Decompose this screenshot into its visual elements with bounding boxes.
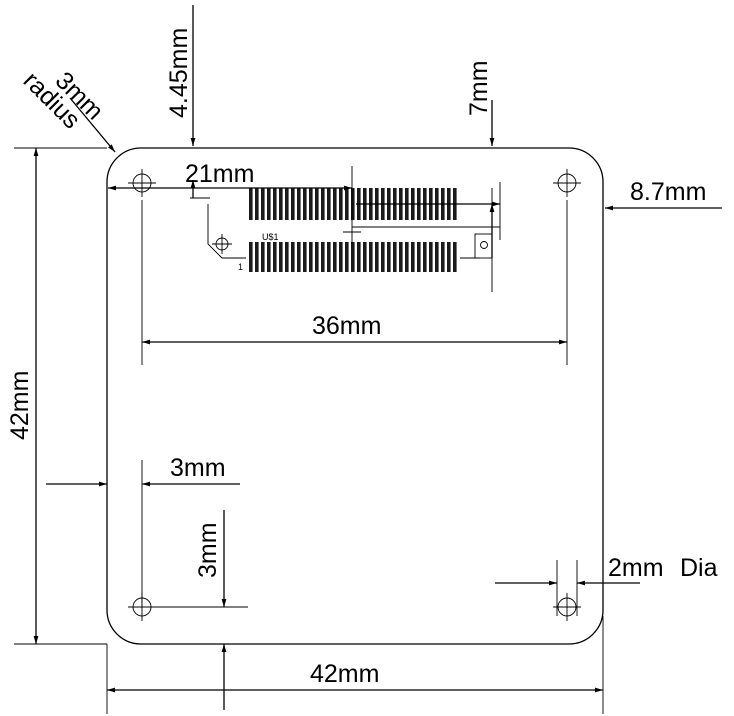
connector-pin [387, 242, 391, 272]
dimension-hole-spacing: 36mm [141, 200, 568, 365]
hole-inset-y-label: 3mm [194, 522, 222, 578]
connector-outline [207, 204, 246, 259]
connector-pin [453, 242, 457, 272]
connector-pin [339, 188, 343, 220]
mounting-hole-top-right [553, 169, 581, 197]
connector-pin [273, 242, 277, 272]
connector-pin [255, 188, 259, 220]
connector-pin [417, 242, 421, 272]
dimension-board-width: 42mm [106, 616, 604, 714]
connector-pin [351, 188, 355, 220]
connector-pin [267, 188, 271, 220]
connector-pin [333, 188, 337, 220]
dimension-right-offset: 8.7mm [605, 178, 722, 211]
connector-pin [327, 188, 331, 220]
dimension-board-height: 42mm [6, 148, 107, 645]
dimension-connector-offset: 21mm [108, 160, 352, 191]
connector-pin [273, 188, 277, 220]
connector-pin [321, 188, 325, 220]
pin-one-label: 1 [238, 262, 243, 272]
connector-pin [363, 242, 367, 272]
connector-pin [441, 242, 445, 272]
connector-pin [381, 242, 385, 272]
connector-pin [291, 188, 295, 220]
connector-pin [249, 242, 253, 272]
connector-pin [405, 242, 409, 272]
connector-pin [279, 242, 283, 272]
dimension-connector-height: 7mm [465, 60, 495, 258]
top-offset-label: 4.45mm [165, 28, 193, 118]
hole-spacing-label: 36mm [312, 312, 381, 340]
connector-pin [399, 242, 403, 272]
connector-pin [261, 242, 265, 272]
connector-pin [435, 242, 439, 272]
connector-pin [309, 188, 313, 220]
hole-diameter-suffix: Dia [680, 554, 718, 582]
connector-pin [357, 242, 361, 272]
connector-pin [315, 242, 319, 272]
connector-pin [375, 242, 379, 272]
mounting-hole-bottom-right [553, 593, 581, 621]
connector-pin [327, 242, 331, 272]
dimension-top-offset: 4.45mm [165, 5, 196, 198]
hole-inset-x-label: 3mm [170, 454, 226, 482]
connector-pin [423, 242, 427, 272]
connector-pin [303, 188, 307, 220]
connector-pin [369, 242, 373, 272]
connector-origin-mark [212, 234, 232, 254]
connector-height-label: 7mm [465, 60, 493, 116]
connector-pin [297, 242, 301, 272]
hole-diameter-label: 2mm [608, 554, 664, 582]
connector-pin [315, 188, 319, 220]
right-offset-label: 8.7mm [630, 178, 706, 206]
connector-pin [393, 242, 397, 272]
connector-offset-label: 21mm [185, 160, 254, 188]
connector-pin [429, 242, 433, 272]
board-outline [106, 147, 604, 645]
connector-pin [351, 242, 355, 272]
connector-pin [279, 188, 283, 220]
connector-pin [309, 242, 313, 272]
connector-pin [291, 242, 295, 272]
connector-pin [267, 242, 271, 272]
connector-pin [447, 242, 451, 272]
connector-pin [285, 242, 289, 272]
dimension-corner-radius: 3mm radius [14, 66, 116, 153]
board-height-label: 42mm [6, 371, 34, 440]
connector-pad [474, 233, 493, 259]
dimension-hole-inset-x: 3mm [46, 454, 240, 606]
board-width-label: 42mm [310, 660, 379, 688]
mounting-hole-top-left [128, 169, 156, 197]
connector-pin [285, 188, 289, 220]
connector-pin [345, 188, 349, 220]
connector-pin [411, 242, 415, 272]
connector-pin [345, 242, 349, 272]
connector-pin [297, 188, 301, 220]
connector-pins-bottom [249, 242, 457, 272]
connector-pin [333, 242, 337, 272]
dimension-hole-inset-y: 3mm [145, 510, 248, 710]
connector-pin [321, 242, 325, 272]
dimension-hole-diameter: 2mm Dia [495, 554, 718, 616]
component-ref-label: U$1 [262, 232, 279, 242]
connector-pin [249, 188, 253, 220]
connector-pin [339, 242, 343, 272]
connector-pin [255, 242, 259, 272]
connector-pin [303, 242, 307, 272]
connector-pin [261, 188, 265, 220]
